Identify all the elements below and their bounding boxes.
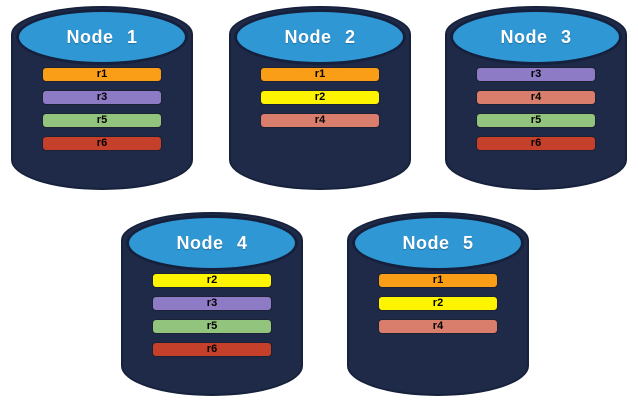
replica-bar: r3 [476,67,596,82]
replica-bar: r2 [152,273,272,288]
node-cylinder-2: Node 2 r1 r2 r4 [229,6,411,190]
node-title: Node 1 [66,26,138,47]
node-cylinder-3: Node 3 r3 r4 r5 r6 [445,6,627,190]
node-title: Node 5 [402,232,474,253]
node-title: Node 3 [500,26,572,47]
node-cylinder-1: Node 1 r1 r3 r5 r6 [11,6,193,190]
replica-list: r3 r4 r5 r6 [476,67,596,159]
node-title: Node 2 [284,26,356,47]
cylinder-top-ellipse: Node 3 [450,9,622,65]
replica-bar: r1 [378,273,498,288]
replica-bar: r3 [152,296,272,311]
replica-bar: r6 [42,136,162,151]
replica-bar: r3 [42,90,162,105]
replica-bar: r5 [42,113,162,128]
replica-bar: r1 [260,67,380,82]
replica-bar: r6 [476,136,596,151]
replica-list: r1 r3 r5 r6 [42,67,162,159]
replica-bar: r4 [476,90,596,105]
node-cylinder-5: Node 5 r1 r2 r4 [347,212,529,396]
replica-list: r1 r2 r4 [378,273,498,342]
replica-bar: r4 [260,113,380,128]
node-cylinder-4: Node 4 r2 r3 r5 r6 [121,212,303,396]
replica-bar: r2 [378,296,498,311]
node-title: Node 4 [176,232,248,253]
cylinder-top-ellipse: Node 2 [234,9,406,65]
cylinder-top-ellipse: Node 4 [126,215,298,271]
replica-bar: r6 [152,342,272,357]
cylinder-top-ellipse: Node 1 [16,9,188,65]
replica-bar: r1 [42,67,162,82]
replica-bar: r2 [260,90,380,105]
replica-list: r2 r3 r5 r6 [152,273,272,365]
replica-list: r1 r2 r4 [260,67,380,136]
replica-bar: r5 [476,113,596,128]
replica-bar: r4 [378,319,498,334]
cylinder-top-ellipse: Node 5 [352,215,524,271]
replica-bar: r5 [152,319,272,334]
